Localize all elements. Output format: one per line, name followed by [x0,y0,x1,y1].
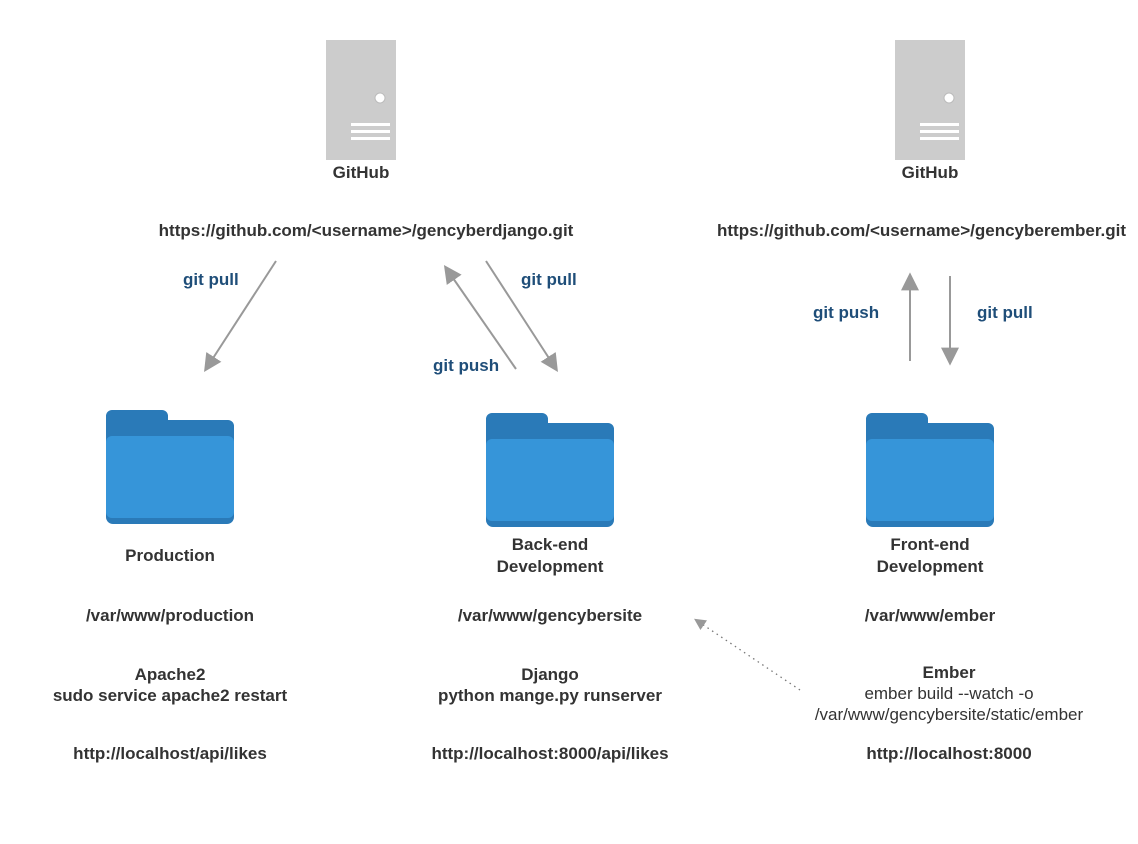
frontend-build-command: ember build --watch -o [864,684,1034,703]
repo-url: https://github.com/<username>/gencyberdj… [158,221,574,240]
ember-build-dotted-arrow [694,618,801,691]
backend-server-name: Django [521,665,579,684]
edge-label: git pull [183,270,239,289]
frontend-server-name: Ember [922,663,976,682]
production-server-name: Apache2 [134,665,206,684]
backend-push-arrow [443,265,517,370]
backend-title-line2: Development [496,557,604,576]
edge-label: git pull [521,270,577,289]
production-url: http://localhost/api/likes [73,744,267,763]
frontend-title-line1: Front-end [890,535,970,554]
backend-server-command: python mange.py runserver [438,686,662,705]
backend-folder-icon [486,413,614,532]
frontend-path: /var/www/ember [864,606,996,625]
server-label: GitHub [332,163,390,182]
frontend-title-line2: Development [876,557,984,576]
github-server-icon-django [326,40,396,160]
server-label: GitHub [901,163,959,182]
backend-url: http://localhost:8000/api/likes [431,744,669,763]
prod-pull-arrow [204,260,277,373]
frontend-folder-icon [866,413,994,532]
repo-url: https://github.com/<username>/gencyberem… [717,221,1127,240]
production-path: /var/www/production [85,606,255,625]
edge-label: git pull [977,303,1033,322]
frontend-url: http://localhost:8000 [866,744,1032,763]
edge-label: git push [433,356,500,375]
production-title: Production [125,546,215,565]
backend-title-line1: Back-end [511,535,589,554]
github-server-icon-ember [895,40,965,160]
frontend-build-output-path: /var/www/gencybersite/static/ember [814,705,1084,724]
edge-label: git push [813,303,880,322]
production-server-command: sudo service apache2 restart [52,686,288,705]
production-folder-icon [106,410,234,529]
backend-path: /var/www/gencybersite [457,606,643,625]
backend-pull-arrow [485,260,558,373]
